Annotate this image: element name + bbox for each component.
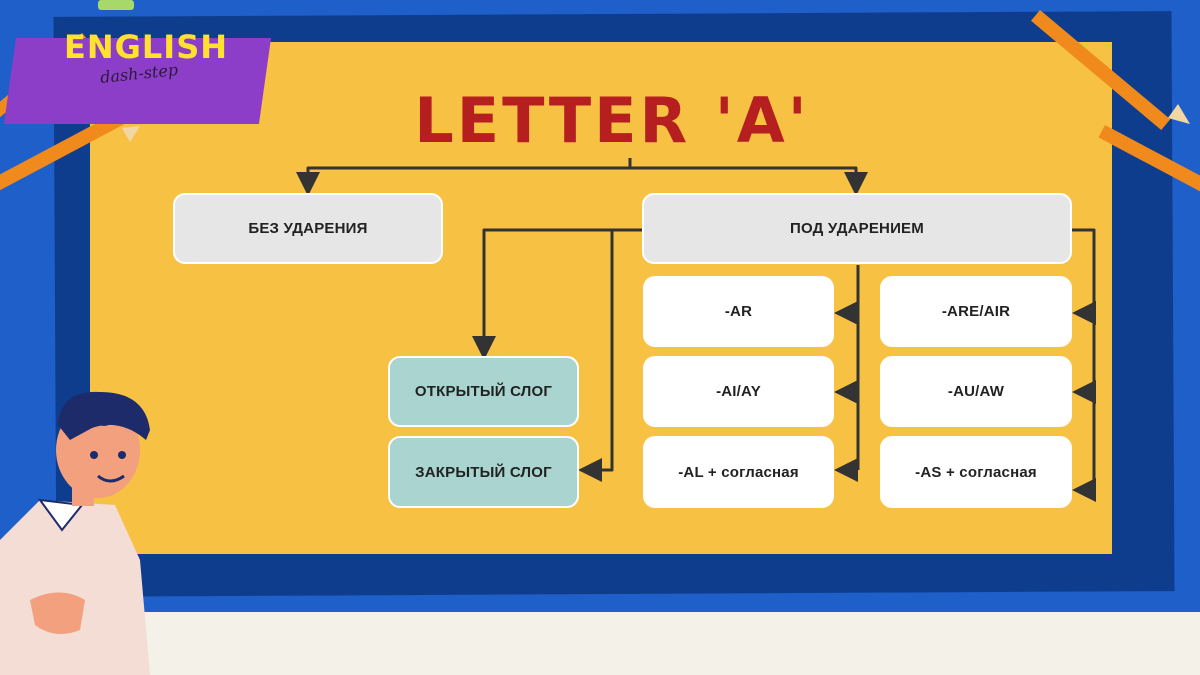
page-title: LETTER 'A'	[414, 83, 810, 157]
node-au-aw: -AU/AW	[880, 356, 1072, 427]
node-are-air: -ARE/AIR	[880, 276, 1072, 347]
node-stressed: ПОД УДАРЕНИЕМ	[642, 193, 1072, 264]
connector-closed-syllable	[578, 228, 642, 482]
node-ar: -AR	[643, 276, 834, 347]
connector-open-syllable	[472, 228, 642, 360]
node-unstressed: БЕЗ УДАРЕНИЯ	[173, 193, 443, 264]
node-as-consonant: -AS + согласная	[880, 436, 1072, 508]
node-ai-ay: -AI/AY	[643, 356, 834, 427]
connector-title-unstressed	[296, 166, 630, 196]
logo-title: ENGLISH	[64, 28, 229, 66]
node-al-consonant: -AL + согласная	[643, 436, 834, 508]
floor	[0, 612, 1200, 675]
node-open-syllable: ОТКРЫТЫЙ СЛОГ	[388, 356, 579, 427]
node-closed-syllable: ЗАКРЫТЫЙ СЛОГ	[388, 436, 579, 508]
connector-title-stressed	[630, 166, 868, 196]
